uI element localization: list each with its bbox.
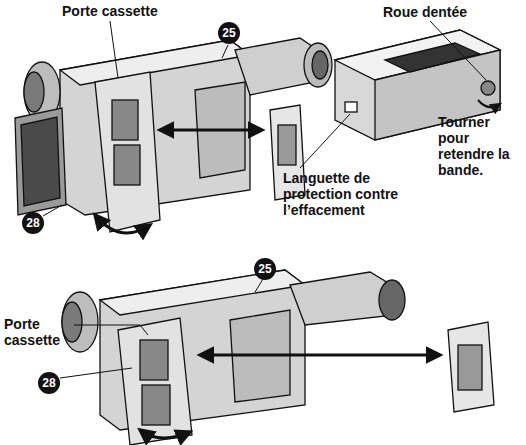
callout-number: 28 [22, 212, 44, 234]
callout-number: 25 [254, 258, 276, 280]
part-label: Porte cassette [4, 316, 74, 348]
part-label: Roue dentée [383, 4, 493, 20]
instruction-note: Tourner pour retendre la bande. [438, 114, 522, 178]
part-label: Porte cassette [62, 3, 182, 19]
callout-number: 28 [38, 372, 60, 394]
callout-number: 25 [218, 22, 240, 44]
part-label: Languette de protection contre l’effacem… [283, 170, 423, 218]
